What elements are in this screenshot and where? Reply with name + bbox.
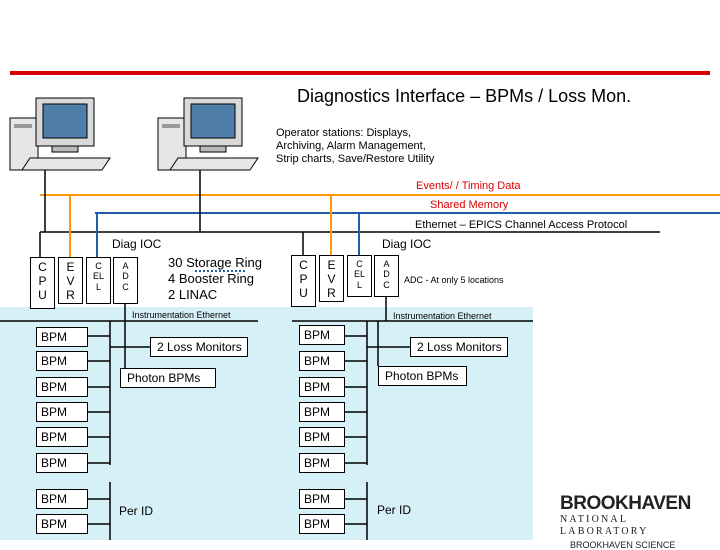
per-id-label: Per ID <box>377 503 412 517</box>
bpm-box: BPM <box>299 402 345 422</box>
bpm-box: BPM <box>299 427 345 447</box>
bpm-box: BPM <box>299 514 345 534</box>
right-evr-card: E V R <box>319 255 344 302</box>
operator-note-line: Operator stations: Displays, <box>276 127 412 139</box>
bpm-box: BPM <box>36 351 88 371</box>
right-ioc-label: Diag IOC <box>382 237 432 251</box>
brookhaven-logo: BROOKHAVEN NATIONAL LABORATORY BROOKHAVE… <box>560 494 710 550</box>
left-cell-card: C EL L <box>86 257 111 304</box>
bpm-box: BPM <box>36 402 88 422</box>
bpm-box: BPM <box>299 325 345 345</box>
right-cell-card: C EL L <box>347 255 372 297</box>
loss-monitors-label: 2 Loss Monitors <box>410 337 508 357</box>
left-ioc-label: Diag IOC <box>112 237 162 251</box>
card-label: E V R <box>327 258 336 300</box>
logo-name: BROOKHAVEN <box>560 493 691 514</box>
bpm-box: BPM <box>36 327 88 347</box>
right-adc-card: A D C <box>374 255 399 297</box>
right-cpu-card: C P U <box>291 255 316 307</box>
instr-ethernet-right-label: Instrumentation Ethernet <box>393 311 492 321</box>
loss-monitors-label: 2 Loss Monitors <box>150 337 248 357</box>
bpm-box: BPM <box>299 351 345 371</box>
bpm-box: BPM <box>36 489 88 509</box>
left-adc-card: A D C <box>113 257 138 304</box>
bpm-box: BPM <box>36 514 88 534</box>
operator-note: Operator stations: Displays, Archiving, … <box>276 127 434 166</box>
ring-booster: 4 Booster Ring <box>168 271 254 286</box>
bpm-box: BPM <box>36 453 88 473</box>
page-title: Diagnostics Interface – BPMs / Loss Mon. <box>297 86 632 106</box>
card-label: C P U <box>38 260 47 302</box>
card-label: A D C <box>122 261 129 292</box>
logo-sub: NATIONAL LABORATORY <box>560 514 649 537</box>
card-label: C EL L <box>92 261 104 292</box>
operator-note-line: Strip charts, Save/Restore Utility <box>276 153 435 165</box>
card-label: C EL L <box>353 259 365 290</box>
shared-memory-label: Shared Memory <box>430 199 509 211</box>
instr-ethernet-left-label: Instrumentation Ethernet <box>132 310 231 320</box>
left-evr-card: E V R <box>58 257 83 304</box>
bpm-box: BPM <box>36 427 88 447</box>
bpm-box: BPM <box>36 377 88 397</box>
card-label: A D C <box>383 259 390 290</box>
computer-icon <box>9 97 111 171</box>
photon-bpms-label: Photon BPMs <box>378 366 467 386</box>
bpm-box: BPM <box>299 453 345 473</box>
events-bus-label: Events/ / Timing Data <box>416 180 521 192</box>
bpm-box: BPM <box>299 377 345 397</box>
ring-storage: 30 Storage Ring <box>168 255 262 270</box>
dotted-underline <box>195 270 245 272</box>
card-label: E V R <box>66 260 75 302</box>
card-label: C P U <box>299 258 308 300</box>
adc-note: ADC - At only 5 locations <box>404 275 504 285</box>
operator-note-line: Archiving, Alarm Management, <box>276 140 426 152</box>
ethernet-label: Ethernet – EPICS Channel Access Protocol <box>415 219 628 231</box>
per-id-label: Per ID <box>119 504 154 518</box>
left-cpu-card: C P U <box>30 257 55 309</box>
ring-list: 30 Storage Ring 4 Booster Ring 2 LINAC <box>168 255 262 303</box>
bpm-box: BPM <box>299 489 345 509</box>
logo-footer: BROOKHAVEN SCIENCE <box>570 540 676 550</box>
header-rule <box>10 71 710 75</box>
computer-icon <box>157 97 259 171</box>
photon-bpms-label: Photon BPMs <box>120 368 216 388</box>
ring-linac: 2 LINAC <box>168 287 218 302</box>
